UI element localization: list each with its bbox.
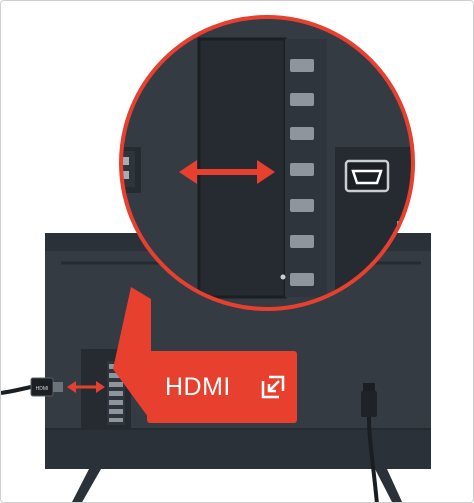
magnifier	[119, 15, 415, 311]
hdmi-callout: HDMI	[147, 351, 297, 423]
callout-pointer	[113, 287, 151, 421]
hdmi-cable[interactable]: HDMI	[1, 377, 63, 397]
port-column	[290, 59, 314, 286]
hdmi-plug-label: HDMI	[36, 386, 49, 392]
power-cable-icon	[361, 383, 379, 502]
double-arrow-icon	[67, 381, 105, 393]
tv-legs	[72, 469, 403, 502]
hdmi-port-label: HDMI	[165, 372, 231, 401]
large-double-arrow-icon	[179, 160, 275, 184]
input-source-icon	[261, 375, 285, 399]
hdmi-port-icon	[344, 159, 390, 193]
